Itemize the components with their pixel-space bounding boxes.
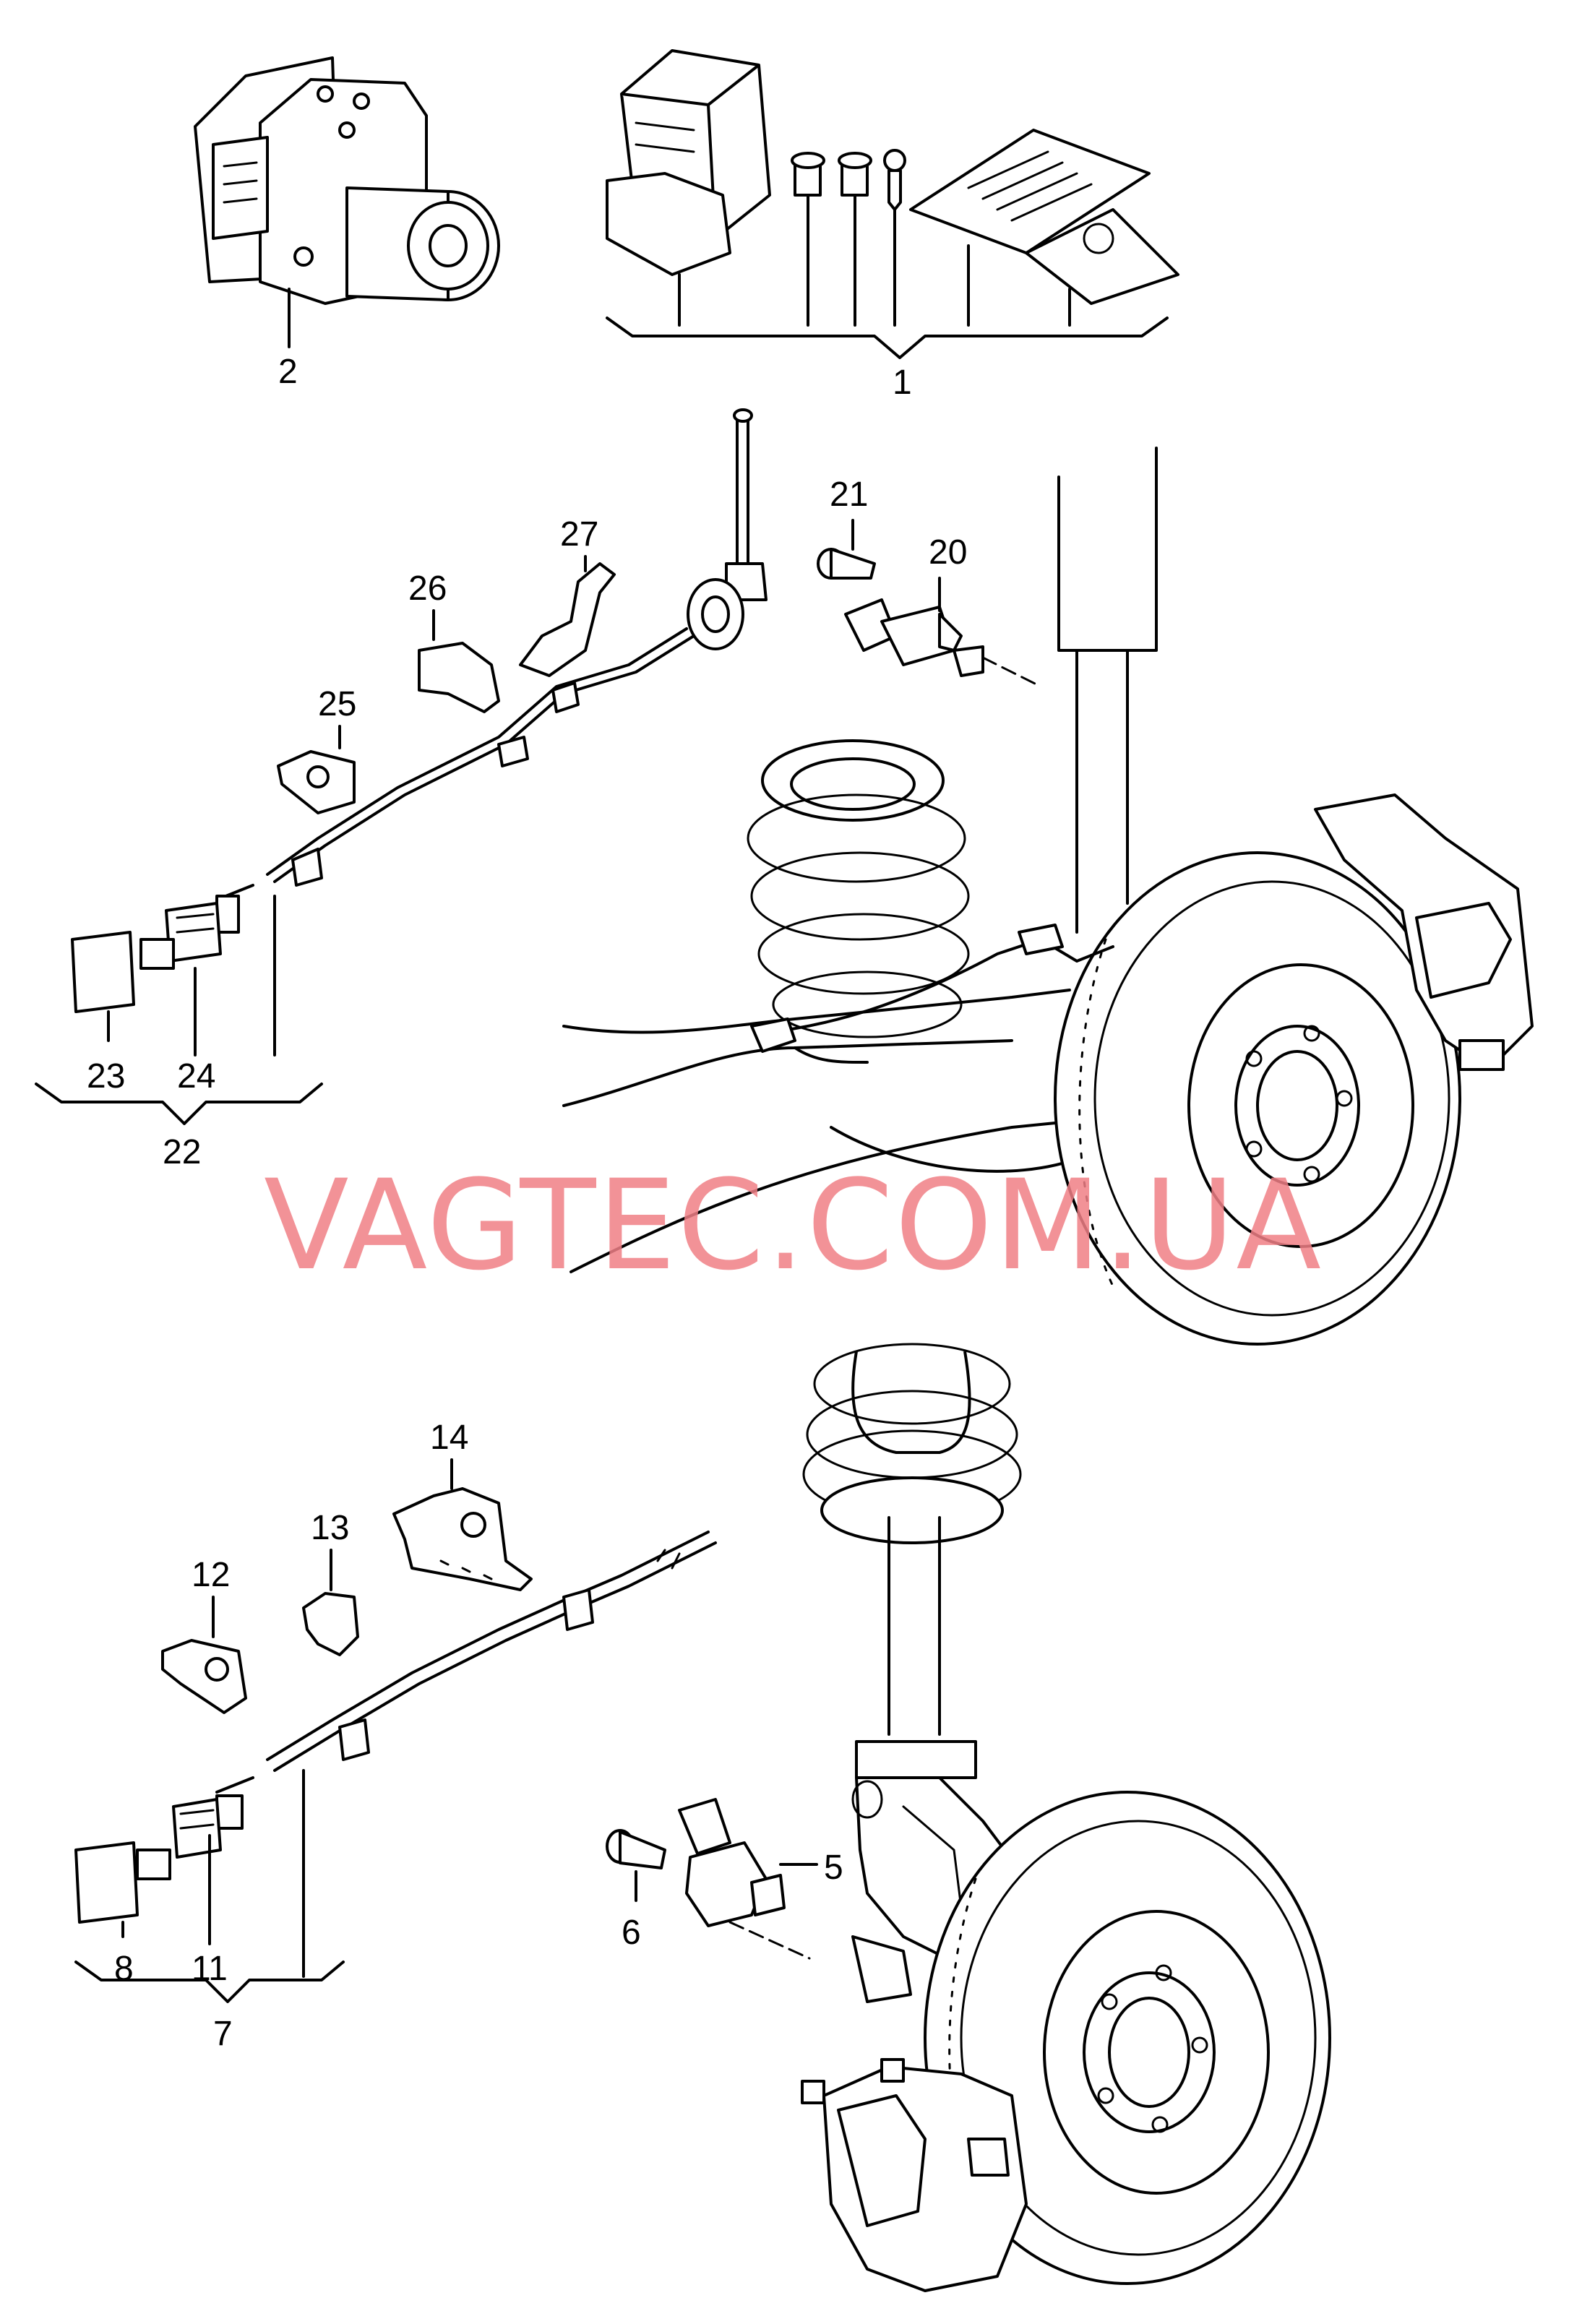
- callout-12: 12: [192, 1556, 230, 1594]
- rear-coil-spring: [747, 739, 970, 1038]
- abs-control-unit-kit[interactable]: [606, 49, 1179, 359]
- callout-14: 14: [430, 1419, 468, 1457]
- callout-1: 1: [893, 363, 912, 402]
- callout-27: 27: [560, 515, 598, 554]
- group-bracket-22: [35, 1083, 323, 1125]
- callout-22: 22: [163, 1133, 201, 1171]
- rear-sensor-wire-route: [757, 938, 1114, 1035]
- abs-hydraulic-unit[interactable]: [194, 56, 500, 348]
- front-sensor-bolt[interactable]: [606, 1829, 666, 1902]
- rear-cable-bracket-27[interactable]: [519, 555, 616, 677]
- front-brake-disc: [924, 1791, 1331, 2285]
- callout-2: 2: [278, 353, 298, 391]
- rear-speed-sensor[interactable]: [844, 577, 1042, 688]
- callout-21: 21: [830, 475, 868, 514]
- watermark-text: VAGTEC.COM.UA: [264, 1153, 1323, 1298]
- callout-23: 23: [87, 1057, 125, 1096]
- callout-5: 5: [824, 1849, 843, 1887]
- rear-wire-clip: [750, 924, 1064, 1053]
- callout-7: 7: [213, 2015, 233, 2053]
- callout-26: 26: [408, 569, 447, 608]
- callout-20: 20: [929, 533, 967, 572]
- front-cable-bracket-14[interactable]: [392, 1458, 533, 1591]
- callout-24: 24: [177, 1057, 215, 1096]
- front-cable-holder-12[interactable]: [161, 1596, 247, 1714]
- callout-25: 25: [318, 685, 356, 723]
- front-cable-clip-13[interactable]: [302, 1549, 359, 1656]
- rear-brake-disc: [1054, 851, 1461, 1346]
- front-speed-sensor[interactable]: [678, 1798, 818, 1960]
- rear-cable-holder-25[interactable]: [277, 725, 356, 814]
- rear-sensor-wire-22[interactable]: [71, 408, 768, 1056]
- rear-brake-caliper: [1314, 793, 1534, 1071]
- rear-cable-clip-26[interactable]: [418, 609, 500, 713]
- front-brake-caliper: [801, 2058, 1028, 2292]
- rear-shock-absorber: [1057, 447, 1158, 934]
- rear-sensor-bolt[interactable]: [817, 519, 876, 580]
- front-strut: [802, 1343, 1022, 1779]
- callout-8: 8: [114, 1950, 134, 1988]
- callout-13: 13: [311, 1509, 349, 1547]
- front-sensor-wire-7[interactable]: [74, 1531, 717, 1978]
- callout-6: 6: [622, 1914, 641, 1952]
- group-bracket-7: [74, 1961, 345, 2003]
